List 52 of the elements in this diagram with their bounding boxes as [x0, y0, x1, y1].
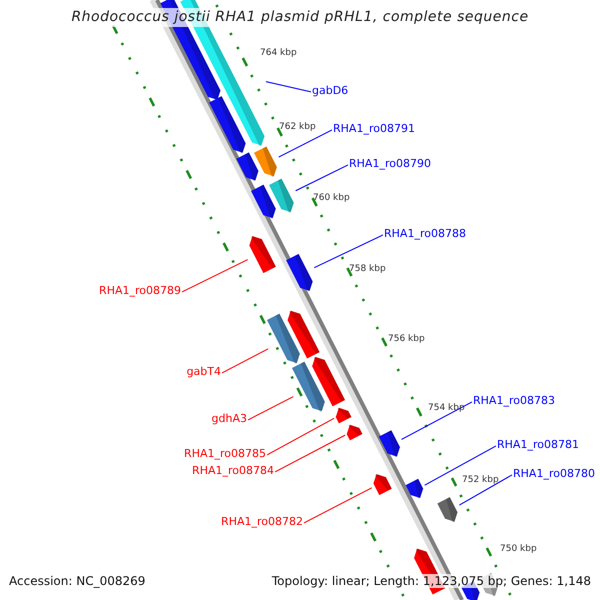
gene-feature: [378, 430, 400, 458]
gene-label: RHA1_ro08782: [221, 515, 303, 528]
position-label: 756 kbp: [388, 334, 425, 345]
gene-label: gabT4: [186, 365, 221, 378]
gene-label: RHA1_ro08790: [349, 157, 431, 170]
gene-label: RHA1_ro08788: [384, 227, 466, 240]
gene-label: RHA1_ro08780: [513, 467, 595, 480]
position-label: 760 kbp: [313, 193, 350, 204]
leader-line: [266, 418, 335, 456]
position-label: 750 kbp: [500, 544, 537, 555]
position-label: 758 kbp: [349, 264, 386, 275]
gene-feature: [292, 362, 325, 412]
gene-feature: [336, 408, 352, 424]
leader-line: [248, 396, 294, 420]
gene-label: RHA1_ro08783: [473, 394, 555, 408]
gene-feature: [286, 254, 313, 292]
summary-text: Topology: linear; Length: 1,123,075 bp; Genes: 1,148: [270, 574, 593, 588]
gene-feature: [249, 236, 276, 274]
gene-feature: [236, 152, 258, 182]
gene-label: RHA1_ro08784: [192, 464, 274, 478]
gene-feature: [209, 96, 246, 154]
position-label: 752 kbp: [462, 475, 499, 486]
gene-label: RHA1_ro08785: [184, 447, 266, 460]
gene-feature: [251, 184, 276, 220]
leader-line: [304, 487, 372, 524]
gene-feature: [437, 497, 458, 523]
leader-line: [424, 445, 496, 486]
gene-feature: [288, 310, 320, 358]
gene-label: RHA1_ro08791: [333, 122, 415, 136]
leader-line: [265, 81, 312, 92]
gene-label: RHA1_ro08789: [99, 284, 181, 298]
leader-line: [458, 474, 512, 506]
gene-feature: [269, 178, 294, 214]
position-label: 764 kbp: [260, 48, 297, 59]
gene-feature: [312, 356, 346, 406]
gene-feature: [254, 146, 277, 178]
position-label: 762 kbp: [279, 122, 316, 133]
gene-feature: [373, 474, 392, 496]
leader-line: [274, 434, 346, 472]
leader-line: [182, 259, 248, 292]
gene-feature: [266, 314, 300, 364]
leader-line: [222, 348, 269, 374]
gene-feature: [346, 424, 362, 440]
accession-text: Accession: NC_008269: [7, 574, 148, 588]
gene-label: gdhA3: [212, 412, 247, 426]
leader-line: [401, 401, 472, 440]
gene-label: RHA1_ro08781: [497, 438, 579, 452]
leader-line: [278, 129, 332, 158]
gene-feature: [406, 478, 424, 499]
leader-line: [314, 234, 384, 268]
leader-line: [295, 164, 348, 192]
gene-label: gabD6: [312, 84, 348, 98]
